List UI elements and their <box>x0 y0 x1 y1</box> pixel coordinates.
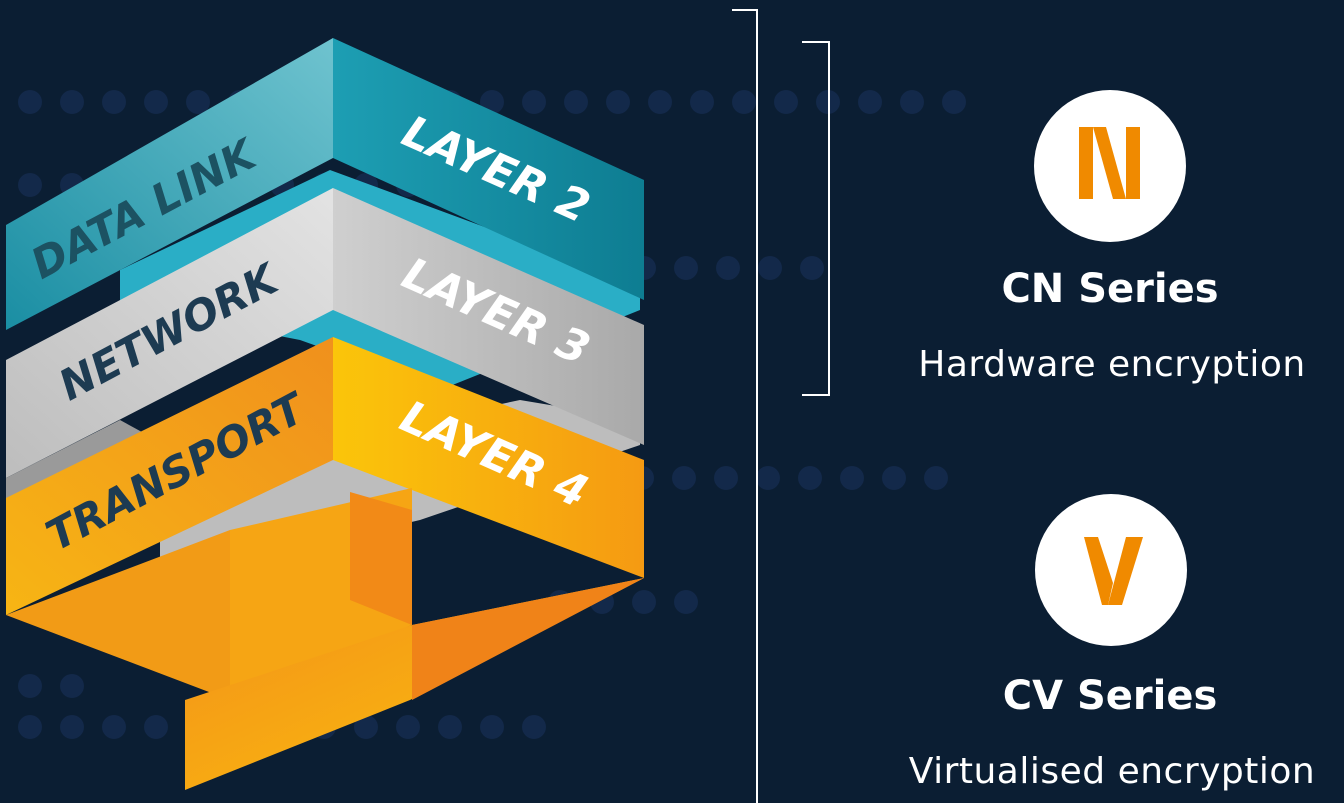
background-dot <box>732 90 756 114</box>
cn-series-subtitle: Hardware encryption <box>918 344 1306 385</box>
background-dot <box>18 90 42 114</box>
transport-bottom-shadow <box>412 578 644 700</box>
network-front-face <box>6 188 333 478</box>
network-side-face <box>333 188 644 445</box>
background-dot <box>840 466 864 490</box>
cv-series-logo <box>1035 494 1187 646</box>
divider-bracket <box>732 9 758 803</box>
background-dot <box>480 715 504 739</box>
background-dot <box>18 715 42 739</box>
background-dot <box>674 256 698 280</box>
background-dot <box>900 90 924 114</box>
transport-fold <box>350 492 412 625</box>
background-dot <box>800 256 824 280</box>
background-dot <box>396 715 420 739</box>
background-dot <box>144 715 168 739</box>
background-dot <box>144 90 168 114</box>
background-dot <box>882 466 906 490</box>
background-dot <box>714 466 738 490</box>
background-dot <box>522 715 546 739</box>
transport-front-face <box>6 337 333 615</box>
background-dot <box>102 715 126 739</box>
background-dot <box>102 90 126 114</box>
cn-series-bracket <box>802 41 830 396</box>
background-dot <box>632 590 656 614</box>
transport-lower-left <box>6 530 230 700</box>
background-dot <box>18 173 42 197</box>
background-dot <box>186 90 210 114</box>
background-dot <box>942 90 966 114</box>
background-dot <box>522 90 546 114</box>
cn-series-title: CN Series <box>1001 266 1219 312</box>
data-link-front-face <box>6 38 333 330</box>
background-dot <box>798 466 822 490</box>
cv-series-subtitle: Virtualised encryption <box>908 751 1316 792</box>
layer-stack: DATA LINK LAYER 2 NETWORK LAYER 3 TRANSP… <box>6 38 644 790</box>
data-link-side-face <box>333 38 644 300</box>
background-dot <box>716 256 740 280</box>
cv-series-title: CV Series <box>1002 673 1218 719</box>
background-dot <box>674 590 698 614</box>
transport-side-face <box>333 337 644 578</box>
background-dot <box>648 90 672 114</box>
background-dot <box>18 674 42 698</box>
background-dot <box>60 674 84 698</box>
background-dot <box>924 466 948 490</box>
background-dot <box>60 715 84 739</box>
background-dot <box>858 90 882 114</box>
background-dot <box>564 90 588 114</box>
background-dot <box>354 715 378 739</box>
v-logo-icon <box>1084 537 1143 605</box>
background-dot <box>690 90 714 114</box>
background-dot <box>672 466 696 490</box>
n-logo-icon <box>1079 127 1140 199</box>
background-dot <box>756 466 780 490</box>
background-dot <box>60 90 84 114</box>
background-dot <box>606 90 630 114</box>
background-dot <box>758 256 782 280</box>
cn-series-logo <box>1034 90 1186 242</box>
background-dot <box>774 90 798 114</box>
background-dot <box>438 715 462 739</box>
